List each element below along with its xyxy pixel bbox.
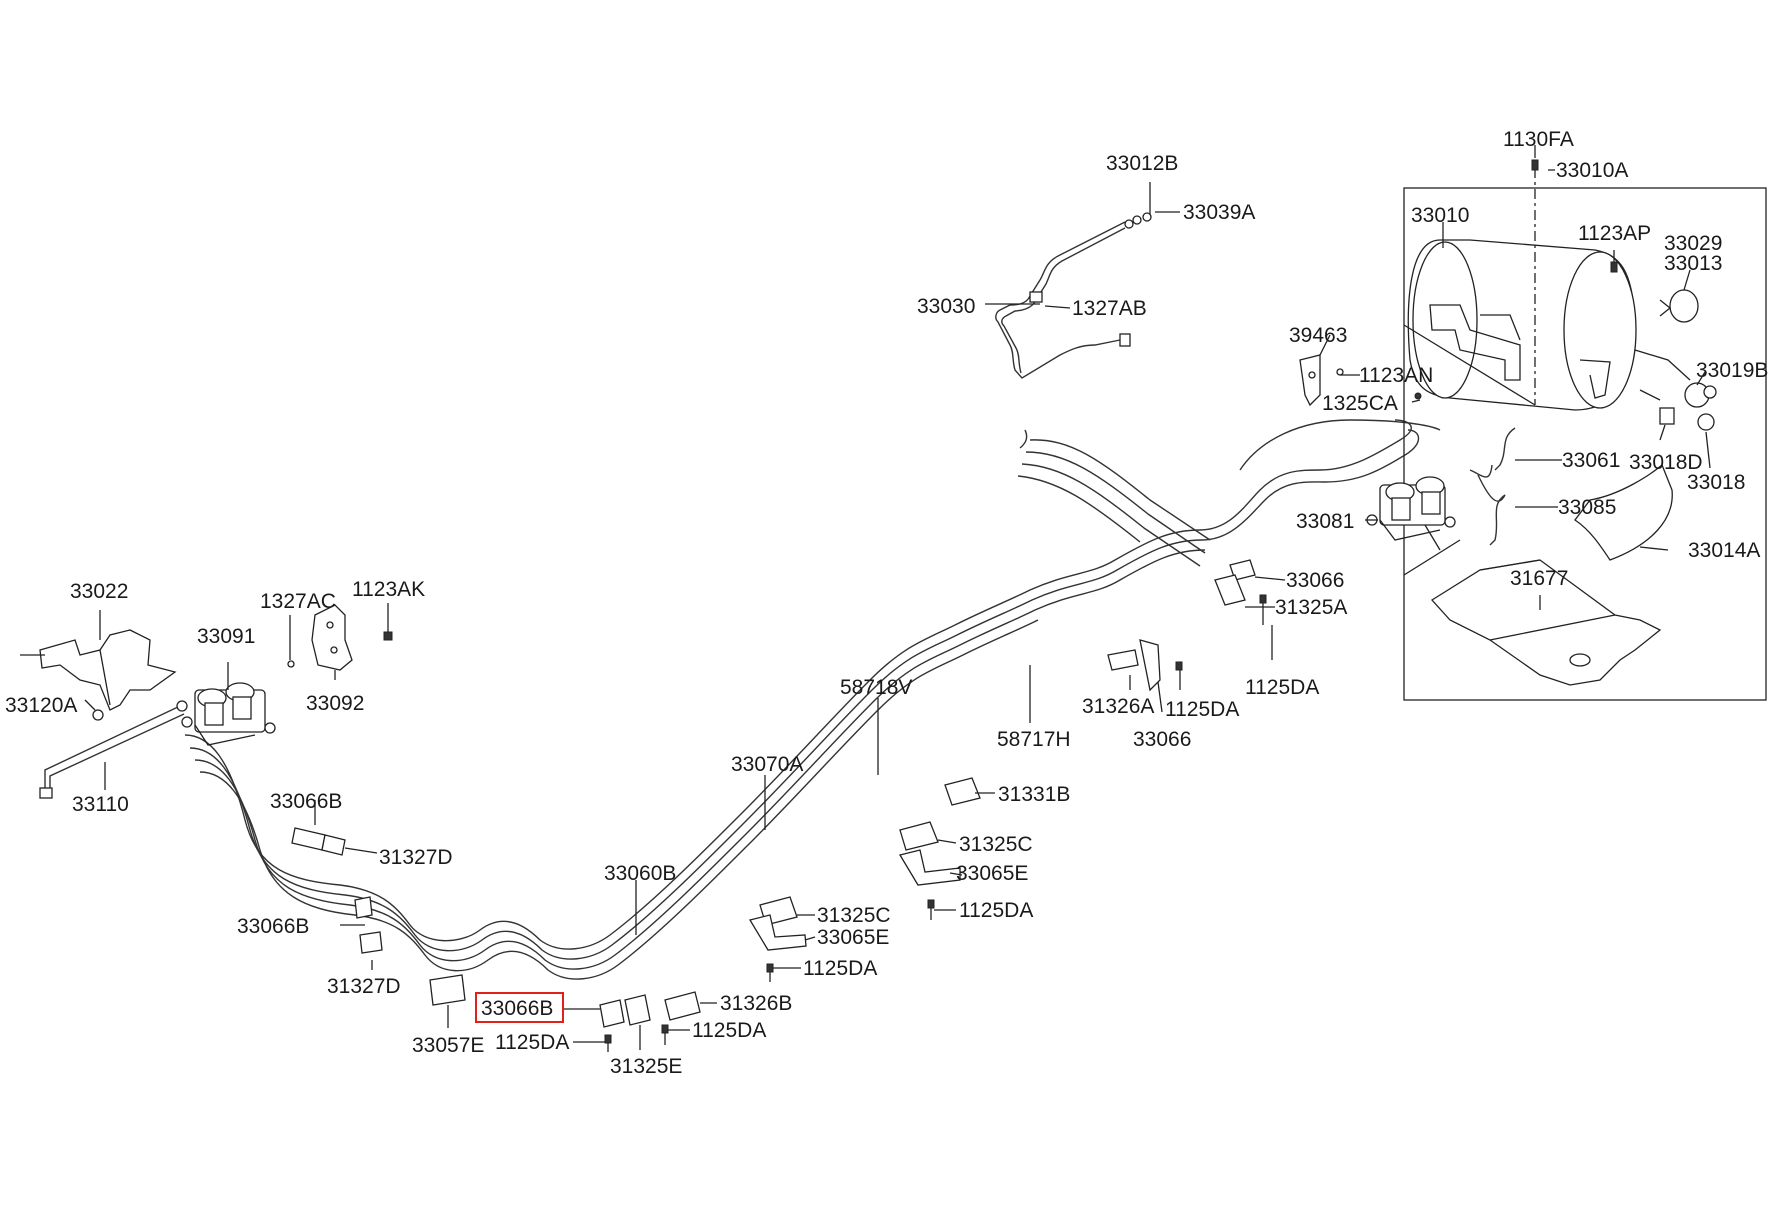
- highlight-box: [475, 992, 564, 1023]
- label-33066B-b[interactable]: 33066B: [237, 915, 309, 938]
- nut-1327AC: [287, 660, 295, 668]
- label-33018[interactable]: 33018: [1687, 471, 1745, 494]
- clip-33057E: [429, 974, 466, 1006]
- label-58717H[interactable]: 58717H: [997, 728, 1071, 751]
- label-31326A[interactable]: 31326A: [1082, 695, 1154, 718]
- clip-31327D-upper: [291, 827, 346, 856]
- pipe-33030: [995, 212, 1152, 379]
- label-33066-top[interactable]: 33066: [1286, 569, 1344, 592]
- clip-31331B: [944, 777, 981, 806]
- bracket-33022: [20, 629, 177, 721]
- label-31327D-b[interactable]: 31327D: [327, 975, 401, 998]
- label-33019B[interactable]: 33019B: [1696, 359, 1768, 382]
- label-33013[interactable]: 33013: [1664, 252, 1722, 275]
- label-33030[interactable]: 33030: [917, 295, 975, 318]
- clip-33066-top: [1214, 559, 1267, 625]
- label-33065E-a[interactable]: 33065E: [956, 862, 1028, 885]
- label-1327AC[interactable]: 1327AC: [260, 590, 336, 613]
- valve-33091: [181, 682, 276, 746]
- label-33085[interactable]: 33085: [1558, 496, 1616, 519]
- label-1125DA-d[interactable]: 1125DA: [803, 957, 877, 980]
- clip-33066B-highlighted: [599, 999, 625, 1052]
- label-31325C-a[interactable]: 31325C: [959, 833, 1033, 856]
- chassis-rail: [1017, 429, 1211, 567]
- label-1125DA-a[interactable]: 1125DA: [1245, 676, 1319, 699]
- label-1123AK[interactable]: 1123AK: [352, 578, 425, 601]
- label-1130FA[interactable]: 1130FA: [1503, 128, 1574, 151]
- label-33065E-b[interactable]: 33065E: [817, 926, 889, 949]
- label-33092[interactable]: 33092: [306, 692, 364, 715]
- label-33066B-a[interactable]: 33066B: [270, 790, 342, 813]
- air-tank-assembly: [1403, 159, 1767, 701]
- label-31331B[interactable]: 31331B: [998, 783, 1070, 806]
- label-1125DA-c[interactable]: 1125DA: [959, 899, 1033, 922]
- bracket-39463: [1299, 354, 1422, 407]
- label-33091[interactable]: 33091: [197, 625, 255, 648]
- label-1125DA-e[interactable]: 1125DA: [692, 1019, 766, 1042]
- label-1125DA-f[interactable]: 1125DA: [495, 1031, 569, 1054]
- label-33039A[interactable]: 33039A: [1183, 201, 1255, 224]
- label-58718V[interactable]: 58718V: [840, 676, 912, 699]
- clip-31327D-lower: [354, 896, 383, 954]
- part-labels: 33012B 33039A 33030 1327AB 1130FA 33010A…: [5, 128, 1768, 1078]
- label-1123AP[interactable]: 1123AP: [1578, 222, 1651, 245]
- label-33014A[interactable]: 33014A: [1688, 539, 1760, 562]
- clip-31325C-right: [898, 821, 961, 920]
- label-31326B[interactable]: 31326B: [720, 992, 792, 1015]
- label-33010[interactable]: 33010: [1411, 204, 1469, 227]
- label-33010A[interactable]: 33010A: [1556, 159, 1628, 182]
- clip-31326B: [661, 991, 701, 1045]
- label-33120A[interactable]: 33120A: [5, 694, 77, 717]
- rod-33110: [39, 700, 188, 799]
- label-33057E[interactable]: 33057E: [412, 1034, 484, 1057]
- label-31325C-b[interactable]: 31325C: [817, 904, 891, 927]
- brake-pipe-bundle: [184, 419, 1441, 980]
- label-33066-mid[interactable]: 33066: [1133, 728, 1191, 751]
- label-31677[interactable]: 31677: [1510, 567, 1568, 590]
- bracket-33092: [311, 604, 353, 671]
- label-33022[interactable]: 33022: [70, 580, 128, 603]
- clip-31325E: [624, 994, 651, 1026]
- label-1327AB[interactable]: 1327AB: [1072, 297, 1147, 320]
- valve-33081: [1366, 476, 1456, 551]
- label-1123AN[interactable]: 1123AN: [1359, 364, 1433, 387]
- label-33018D[interactable]: 33018D: [1629, 451, 1703, 474]
- label-33029[interactable]: 33029: [1664, 232, 1722, 255]
- clip-31325C-left: [748, 896, 807, 982]
- label-31327D-a[interactable]: 31327D: [379, 846, 453, 869]
- bolt-1123AK: [383, 615, 393, 641]
- leader-lines: [84, 145, 1711, 1050]
- label-33012B[interactable]: 33012B: [1106, 152, 1178, 175]
- label-1125DA-b[interactable]: 1125DA: [1165, 698, 1239, 721]
- label-31325E[interactable]: 31325E: [610, 1055, 682, 1078]
- label-33066B-highlighted[interactable]: 33066B: [481, 997, 553, 1020]
- label-1325CA[interactable]: 1325CA: [1322, 392, 1398, 415]
- label-33081[interactable]: 33081: [1296, 510, 1354, 533]
- label-33060B[interactable]: 33060B: [604, 862, 676, 885]
- label-39463[interactable]: 39463: [1289, 324, 1347, 347]
- label-33070A[interactable]: 33070A: [731, 753, 803, 776]
- label-33061[interactable]: 33061: [1562, 449, 1620, 472]
- label-33110[interactable]: 33110: [72, 793, 129, 816]
- clip-31326A: [1107, 639, 1183, 692]
- label-31325A[interactable]: 31325A: [1275, 596, 1347, 619]
